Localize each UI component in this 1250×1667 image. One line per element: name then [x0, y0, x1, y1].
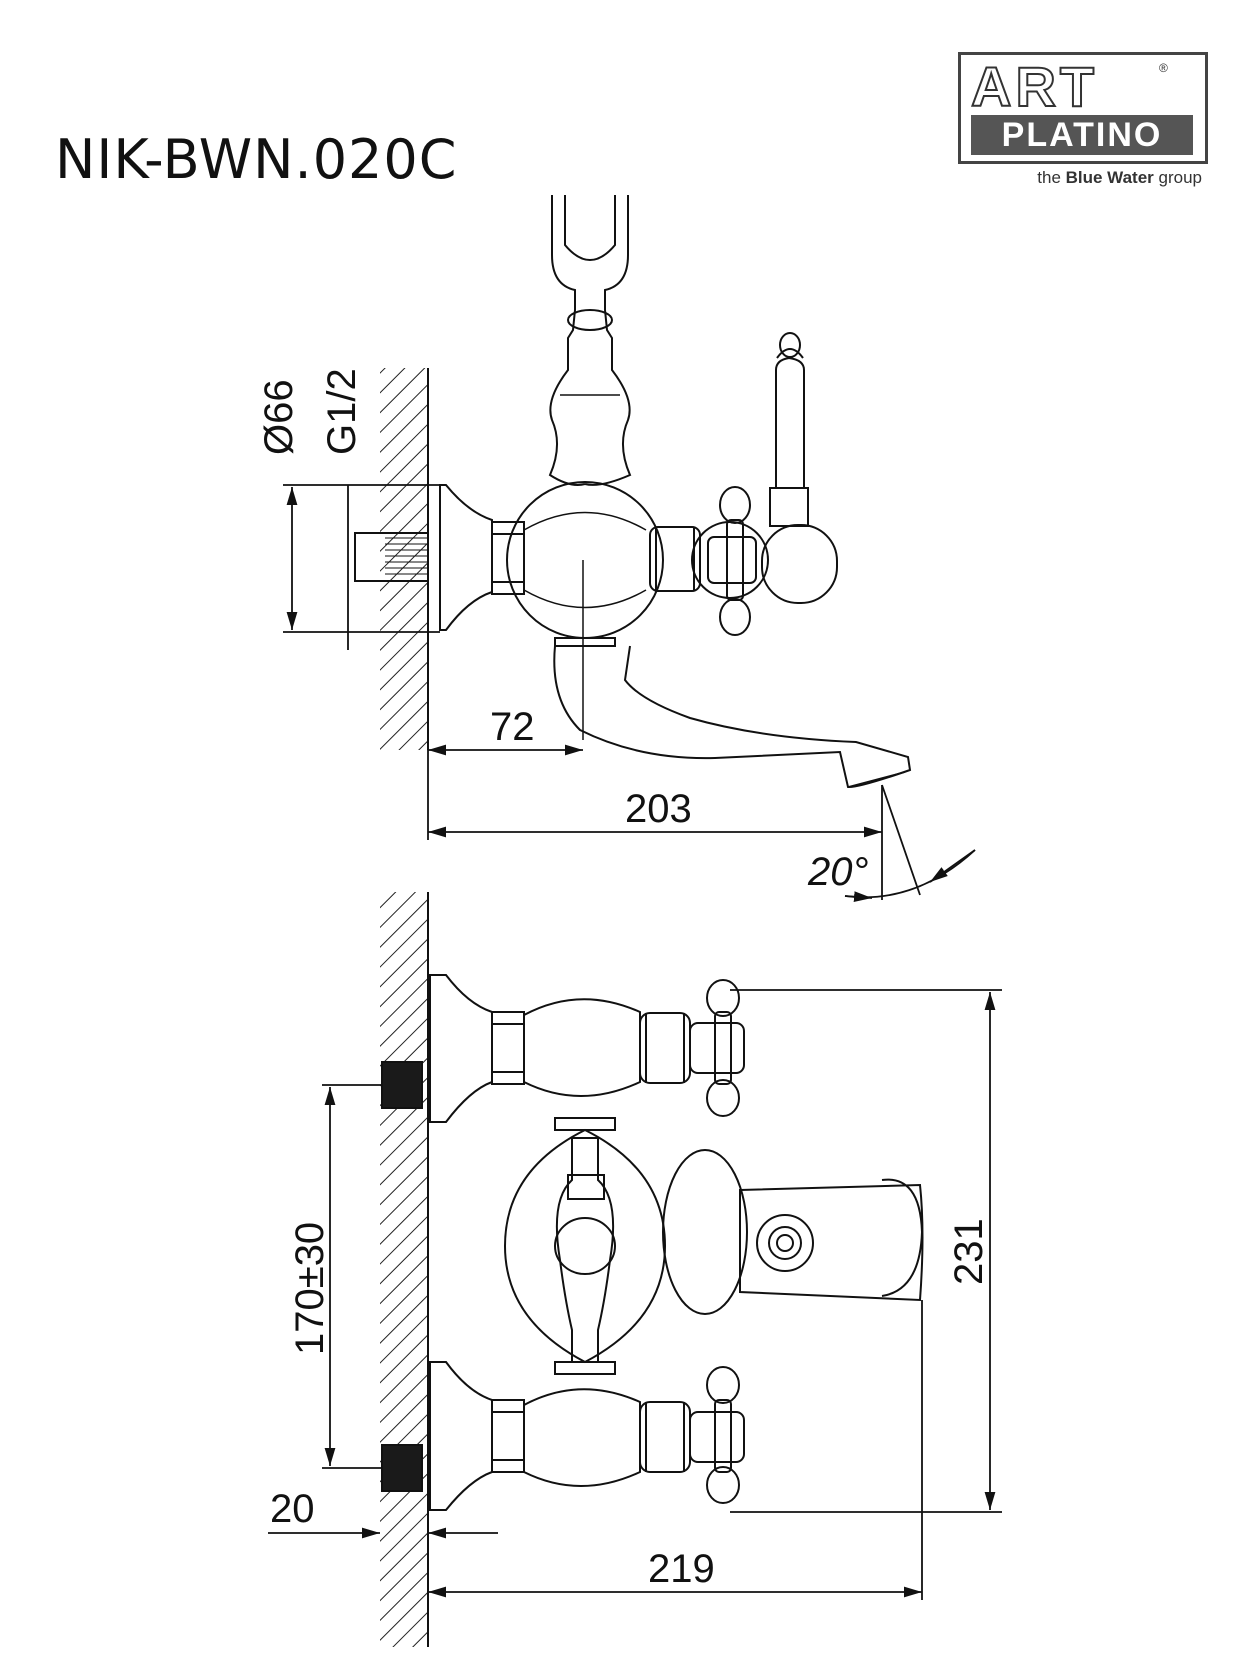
logo-tagline-suffix: group [1153, 168, 1202, 187]
logo-line1: ART [970, 55, 1099, 118]
diverter-dial [756, 1214, 814, 1272]
bottom-view [380, 892, 924, 1647]
wall-hatch-top [380, 368, 428, 750]
bottom-dimensions [268, 989, 1002, 1600]
cross-handle-top-upper [706, 979, 740, 1017]
central-body [503, 1128, 667, 1364]
cross-hub-lower [689, 1411, 745, 1463]
hex-nut-top [491, 521, 525, 595]
bottom-dim-labels: 170±30 20 219 231 [270, 1218, 991, 1591]
label-219: 219 [648, 1547, 715, 1591]
label-72: 72 [490, 705, 535, 749]
label-diameter: Ø66 [257, 379, 301, 455]
pipe-body-lower [523, 1388, 641, 1487]
valve-body-top [506, 481, 664, 639]
cross-handle-bottom-lower [706, 1466, 740, 1504]
spout-top [553, 645, 912, 789]
cross-handle-bottom-upper [706, 1079, 740, 1117]
threaded-pipe [354, 532, 429, 582]
logo-tagline-prefix: the [1037, 168, 1066, 187]
diverter-collar [769, 487, 809, 527]
holder-clip [564, 195, 616, 261]
escutcheon-upper [429, 974, 493, 1123]
escutcheon-top [439, 484, 493, 631]
escutcheon-lower [429, 1361, 493, 1511]
diverter-arm [739, 1183, 924, 1302]
angle-line [881, 784, 921, 896]
label-20: 20 [270, 1487, 315, 1531]
label-203: 203 [625, 787, 692, 831]
label-170: 170±30 [288, 1222, 332, 1355]
diverter-lever-handle [775, 356, 805, 489]
logo-tagline-bold: Blue Water [1065, 168, 1154, 187]
diverter-body [662, 1149, 748, 1315]
pipe-body-upper [523, 998, 641, 1097]
diverter-base [761, 524, 838, 604]
holder-column-right [584, 195, 632, 486]
page-title: NIK-BWN.020C [55, 128, 458, 191]
logo-registered: ® [1159, 61, 1168, 75]
holder-ring [567, 309, 613, 331]
logo-line2: PLATINO [971, 115, 1193, 155]
label-thread: G1/2 [320, 368, 364, 455]
logo-tagline: the Blue Water group [958, 168, 1202, 188]
logo-box: ART ® PLATINO [958, 52, 1208, 164]
top-dim-labels: Ø66 G1/2 72 203 20° [257, 368, 869, 894]
brand-logo: ART ® PLATINO the Blue Water group [958, 52, 1208, 188]
diverter-lever-cap [779, 332, 801, 358]
cross-handle-lower [719, 598, 751, 636]
wall-hatch-bottom [380, 892, 428, 1647]
label-angle: 20° [807, 850, 869, 894]
top-dimensions [283, 484, 976, 903]
cross-handle-upper [719, 486, 751, 524]
collar-top [649, 526, 701, 592]
central-connector-lower [554, 1361, 616, 1375]
top-view [354, 195, 912, 789]
wall-inlet-lower [381, 1444, 423, 1492]
holder-column-left [548, 195, 586, 486]
central-connector-upper [554, 1117, 616, 1131]
cross-handle-top-lower [706, 1366, 740, 1404]
spout-collar [554, 637, 616, 647]
pipe-thread-lines [385, 537, 428, 575]
central-spindle [555, 1137, 615, 1363]
cross-hub-upper [689, 1022, 745, 1074]
wall-inlet-upper [381, 1061, 423, 1109]
label-231: 231 [947, 1218, 991, 1285]
diverter-end [881, 1178, 924, 1297]
